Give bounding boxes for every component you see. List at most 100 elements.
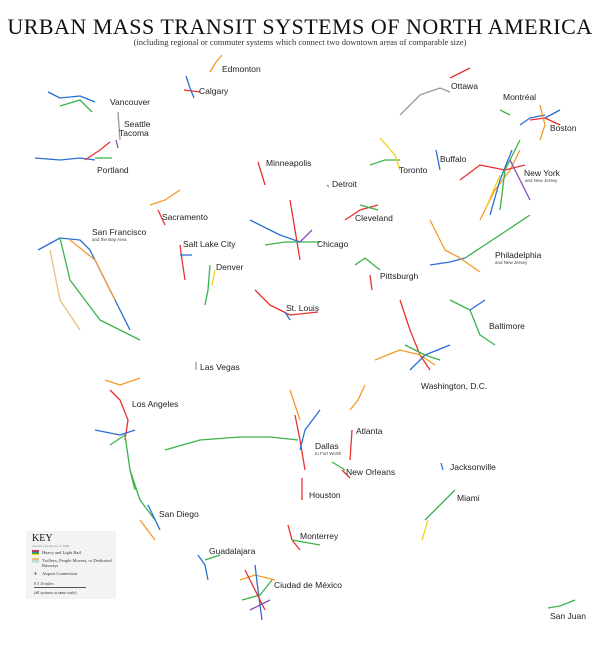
city-baltimore: Baltimore <box>489 321 525 331</box>
transit-line-cleveland <box>344 204 379 221</box>
city-san-francisco-sub: and the Bay Area <box>92 237 127 242</box>
key-title: KEY <box>32 533 53 544</box>
city-san-juan: San Juan <box>550 611 586 621</box>
key-rail: Heavy and Light Rail <box>32 550 81 555</box>
transit-line-sacramento2 <box>157 209 166 226</box>
map-title: URBAN MASS TRANSIT SYSTEMS OF NORTH AMER… <box>7 14 593 39</box>
transit-line-mx5 <box>249 599 271 611</box>
transit-line-dallas <box>164 436 299 451</box>
transit-line-nyc3 <box>459 164 526 181</box>
transit-line-buffalo <box>435 149 441 171</box>
city-sacramento: Sacramento <box>162 212 208 222</box>
city-pittsburgh: Pittsburgh <box>380 271 419 281</box>
city-denver: Denver <box>216 262 244 272</box>
transit-line-seattle <box>117 111 121 141</box>
city-edmonton: Edmonton <box>222 64 261 74</box>
transit-line-philly2 <box>429 219 481 273</box>
transit-line-chicago4 <box>299 229 313 243</box>
transit-line-la <box>109 389 129 441</box>
city-las-vegas: Las Vegas <box>200 362 240 372</box>
key-airport-label: Airport Connection <box>42 571 78 576</box>
transit-line-dallas4 <box>289 389 301 421</box>
city-san-diego: San Diego <box>159 509 199 519</box>
transit-line-chicago <box>289 199 301 261</box>
transit-line-mx3 <box>241 579 273 601</box>
scale-label: 0 5 10 miles <box>34 581 54 586</box>
transit-line-calgary <box>185 75 195 99</box>
transit-line-calgary2 <box>183 89 201 93</box>
transit-line-sanjuan <box>547 599 576 609</box>
transit-line-dc4 <box>404 344 441 361</box>
city-boston: Boston <box>550 123 577 133</box>
transit-line-la4 <box>104 377 141 386</box>
transit-line-dc <box>399 299 431 371</box>
transit-line-nyc6 <box>509 159 531 201</box>
city-philadelphia: Philadelphia <box>495 250 542 260</box>
transit-line-monterrey2 <box>291 539 321 546</box>
city-detroit: Detroit <box>332 179 358 189</box>
transit-line-dallas2 <box>294 414 306 471</box>
key-note: current systems as of 2009 <box>32 544 70 548</box>
city-guadalajara: Guadalajara <box>209 546 256 556</box>
transit-line-chicago2 <box>264 241 320 246</box>
transit-line-nyc5 <box>484 174 501 211</box>
transit-line-baltimore <box>449 299 496 346</box>
transit-line-toronto2 <box>379 137 401 171</box>
transit-line-jax <box>440 462 444 471</box>
transit-line-sandiego <box>129 469 156 521</box>
city-monterrey: Monterrey <box>300 531 339 541</box>
city-tacoma: Tacoma <box>119 128 149 138</box>
city-cleveland: Cleveland <box>355 213 393 223</box>
city-st-louis: St. Louis <box>286 303 320 313</box>
transit-line-montreal2 <box>499 109 511 116</box>
city-vancouver: Vancouver <box>110 97 151 107</box>
city-toronto: Toronto <box>399 165 428 175</box>
city-los-angeles: Los Angeles <box>132 399 179 409</box>
transit-line-mx <box>239 574 276 581</box>
city-new-orleans: New Orleans <box>346 467 396 477</box>
transit-line-vancouver <box>47 91 96 103</box>
city-seattle: Seattle <box>124 119 151 129</box>
transit-line-sf3 <box>59 237 141 341</box>
key-airport: ✈ Airport Connection <box>32 571 78 576</box>
map-key: KEY current systems as of 2009 Heavy and… <box>26 531 116 599</box>
city-dallas-sub: to Fort Worth <box>315 451 342 456</box>
city-jacksonville: Jacksonville <box>450 462 496 472</box>
transit-line-chicago3 <box>249 219 301 243</box>
city-atlanta: Atlanta <box>356 426 383 436</box>
transit-line-sacramento <box>149 189 181 206</box>
transit-line-detroit <box>326 184 330 188</box>
scale-bar <box>34 587 86 588</box>
city-portland: Portland <box>97 165 129 175</box>
transit-line-philly <box>429 257 466 266</box>
city-ottawa: Ottawa <box>451 81 478 91</box>
rail-swatch-icon <box>32 550 39 555</box>
transit-line-minneapolis <box>257 161 266 186</box>
city-washington: Washington, D.C. <box>421 381 488 391</box>
transit-line-cleveland2 <box>359 204 379 211</box>
transit-line-boston3 <box>544 109 561 119</box>
transit-line-nola <box>341 469 351 479</box>
transit-line-pittsburgh2 <box>369 274 373 291</box>
transit-line-ottawa2 <box>449 67 471 79</box>
transit-line-philly3 <box>464 214 531 259</box>
transit-line-atlanta2 <box>349 429 353 461</box>
transit-line-sandiego2 <box>147 504 161 531</box>
transit-line-atlanta <box>349 384 366 411</box>
transit-line-miami2 <box>421 519 429 541</box>
scale-note: (all systems at same scale) <box>34 590 77 595</box>
transit-line-nyc2 <box>489 149 513 216</box>
airplane-icon: ✈ <box>33 571 38 576</box>
transit-line-pittsburgh <box>354 257 381 271</box>
city-mexico-city: Ciudad de México <box>274 580 343 590</box>
transit-line-stl <box>254 289 319 316</box>
transit-line-miami <box>424 489 456 521</box>
transit-line-stl2 <box>284 311 291 321</box>
map-subtitle: (including regional or commuter systems … <box>133 37 467 47</box>
transit-line-baltimore2 <box>469 299 486 311</box>
transit-line-montreal <box>519 114 546 126</box>
city-san-francisco: San Francisco <box>92 227 147 237</box>
transit-line-sf4 <box>69 239 116 301</box>
